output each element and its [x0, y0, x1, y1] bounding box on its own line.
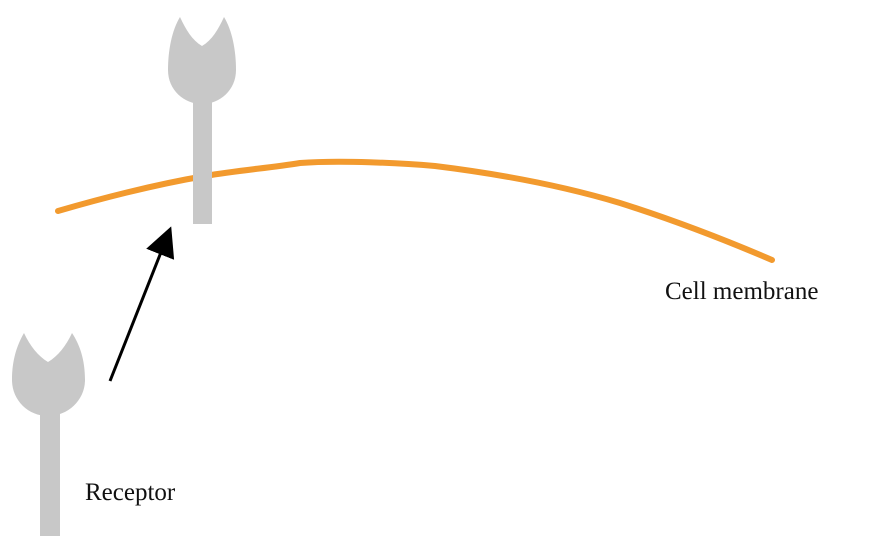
cell-membrane-label: Cell membrane	[665, 279, 818, 304]
y-shaped-receptor-icon-free	[12, 333, 85, 536]
receptor-label: Receptor	[85, 480, 175, 505]
y-shaped-receptor-icon-membrane	[168, 17, 236, 224]
arrow-up-right-icon	[110, 232, 169, 381]
